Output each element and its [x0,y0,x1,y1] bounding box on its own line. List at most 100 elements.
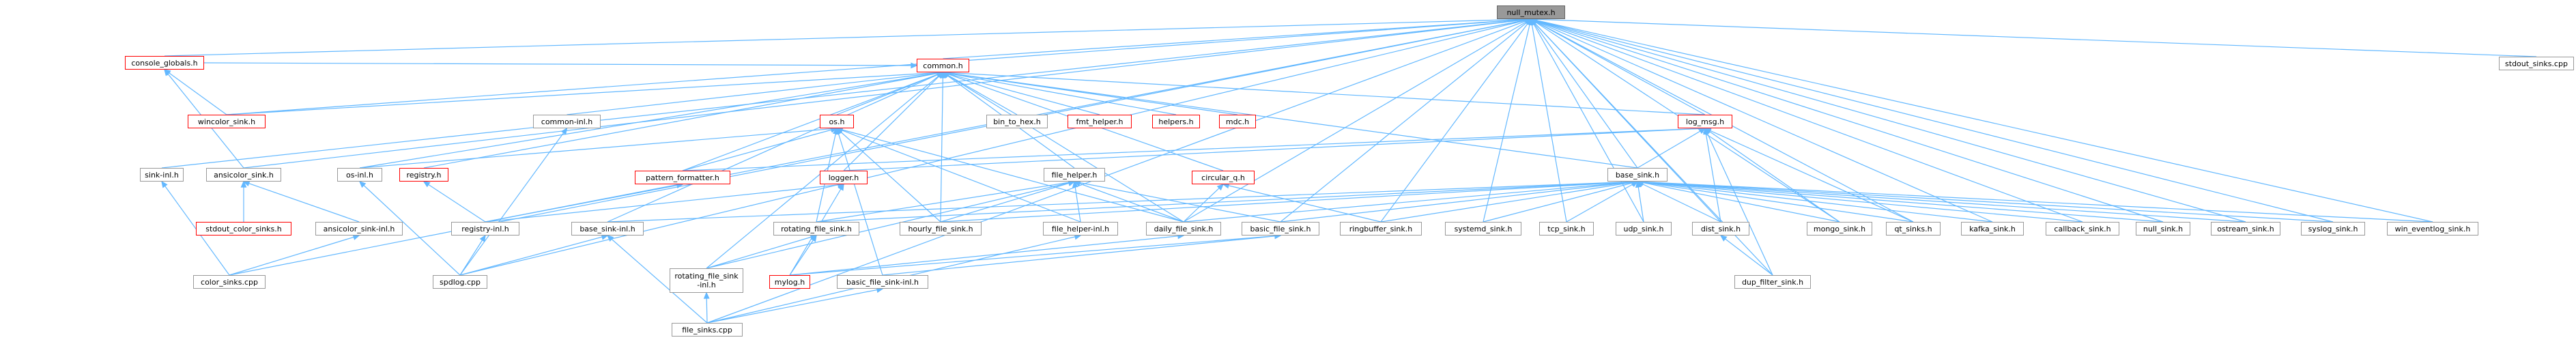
edge-arrowhead [835,127,842,135]
node-hourly-file-sink-h[interactable]: hourly_file_sink.h [900,222,982,236]
node-os-h[interactable]: os.h [820,115,854,128]
node-systemd-sink-h[interactable]: systemd_sink.h [1445,222,1521,236]
node-basic-file-sink-inl-h[interactable]: basic_file_sink-inl.h [837,275,928,289]
edge-line [1704,128,1914,223]
edge-line [226,72,943,115]
edge-arrowhead [479,234,486,242]
edge-line [706,288,883,324]
node-logger-h[interactable]: logger.h [820,171,868,184]
edge-line [1637,181,1721,223]
node-mylog-h[interactable]: mylog.h [769,275,810,289]
node-color-sinks-cpp[interactable]: color_sinks.cpp [193,275,266,289]
node-win-eventlog-sink-h[interactable]: win_eventlog_sink.h [2387,222,2478,236]
node-rotating-file-sink-inl-h[interactable]: rotating_file_sink -inl.h [670,268,743,293]
edge-line [836,128,1081,223]
edge-line [485,184,844,223]
node-daily-file-sink-h[interactable]: daily_file_sink.h [1146,222,1221,236]
node-ansicolor-sink-inl-h[interactable]: ansicolor_sink-inl.h [315,222,403,236]
edge-line [1183,18,1532,223]
node-spdlog-cpp[interactable]: spdlog.cpp [433,275,487,289]
edge-line [940,181,1075,223]
node-base-sink-inl-h[interactable]: base_sink-inl.h [571,222,644,236]
node-stdout-color-sinks-h[interactable]: stdout_color_sinks.h [196,222,291,236]
edge-line [1222,184,1382,223]
node-file-helper-h[interactable]: file_helper.h [1044,168,1105,182]
edge-arrowhead [1072,180,1078,188]
node-os-inl-h[interactable]: os-inl.h [337,168,382,182]
edge-line [485,184,683,223]
node-registry-h[interactable]: registry.h [399,168,448,182]
edge-line [607,235,708,324]
node-basic-file-sink-h[interactable]: basic_file_sink.h [1242,222,1319,236]
node-file-sinks-cpp[interactable]: file_sinks.cpp [672,323,743,337]
node-dist-sink-h[interactable]: dist_sink.h [1692,222,1749,236]
edge-line [1704,128,1721,223]
edge-arrowhead [911,62,918,69]
edge-line [1530,18,2433,223]
node-dup-filter-sink-h[interactable]: dup_filter_sink.h [1734,275,1811,289]
edge-line [1530,18,2246,223]
node-ringbuffer-sink-h[interactable]: ringbuffer_sink.h [1340,222,1422,236]
node-kafka-sink-h[interactable]: kafka_sink.h [1961,222,2024,236]
edge-line [1530,18,1644,223]
edge-line [1074,181,1081,223]
edge-arrowhead [1719,235,1728,242]
node-common-inl-h[interactable]: common-inl.h [533,115,601,128]
node-null-mutex-h[interactable]: null_mutex.h [1497,5,1565,19]
edge-arrowhead [703,291,710,299]
node-base-sink-h[interactable]: base_sink.h [1607,168,1668,182]
node-pattern-formatter-h[interactable]: pattern_formatter.h [635,171,730,184]
node-mdc-h[interactable]: mdc.h [1219,115,1256,128]
edge-arrowhead [936,72,944,79]
edge-arrowhead [1530,18,1538,26]
edge-line [943,72,1177,115]
edge-arrowhead [1635,180,1642,188]
edge-line [682,128,1706,171]
node-wincolor-sink-h[interactable]: wincolor_sink.h [188,115,266,128]
node-mongo-sink-h[interactable]: mongo_sink.h [1807,222,1872,236]
edge-line [1637,181,1840,223]
edge-line [789,235,1184,276]
edge-line [816,181,1075,223]
edge-line [1483,18,1532,223]
edge-arrowhead [560,127,568,135]
node-console-globals-h[interactable]: console_globals.h [125,56,204,70]
node-stdout-sinks-cpp[interactable]: stdout_sinks.cpp [2499,57,2574,70]
edge-line [203,62,917,66]
node-syslog-sink-h[interactable]: syslog_sink.h [2301,222,2365,236]
edge-line [1637,181,2164,223]
node-common-h[interactable]: common.h [917,59,969,72]
edge-line [1637,181,2433,223]
edge-line [816,181,1638,223]
edge-line [1183,181,1638,223]
edge-line [607,181,1638,223]
edge-line [682,72,943,171]
node-circular-q-h[interactable]: circular_q.h [1192,171,1255,184]
edge-line [943,72,1100,115]
edge-arrowhead [1704,127,1711,135]
node-ansicolor-sink-h[interactable]: ansicolor_sink.h [206,168,281,182]
edge-line [1637,181,1644,223]
edge-line [567,72,943,115]
node-helpers-h[interactable]: helpers.h [1152,115,1200,128]
node-log-msg-h[interactable]: log_msg.h [1678,115,1732,128]
node-rotating-file-sink-h[interactable]: rotating_file_sink.h [773,222,859,236]
node-null-sink-h[interactable]: null_sink.h [2136,222,2190,236]
node-bin-to-hex-h[interactable]: bin_to_hex.h [986,115,1048,128]
edge-line [1637,181,2083,223]
edge-line [682,128,838,171]
node-udp-sink-h[interactable]: udp_sink.h [1616,222,1672,236]
node-registry-inl-h[interactable]: registry-inl.h [451,222,519,236]
node-file-helper-inl-h[interactable]: file_helper-inl.h [1043,222,1118,236]
edge-line [940,181,1638,223]
node-ostream-sink-h[interactable]: ostream_sink.h [2211,222,2280,236]
node-callback-sink-h[interactable]: callback_sink.h [2046,222,2119,236]
edge-line [706,235,817,269]
edge-arrowhead [163,69,171,76]
node-tcp-sink-h[interactable]: tcp_sink.h [1539,222,1594,236]
edge-line [459,18,1532,276]
node-sink-inl-h[interactable]: sink-inl.h [140,168,184,182]
edge-line [229,18,1532,276]
node-qt-sinks-h[interactable]: qt_sinks.h [1886,222,1941,236]
node-fmt-helper-h[interactable]: fmt_helper.h [1068,115,1132,128]
